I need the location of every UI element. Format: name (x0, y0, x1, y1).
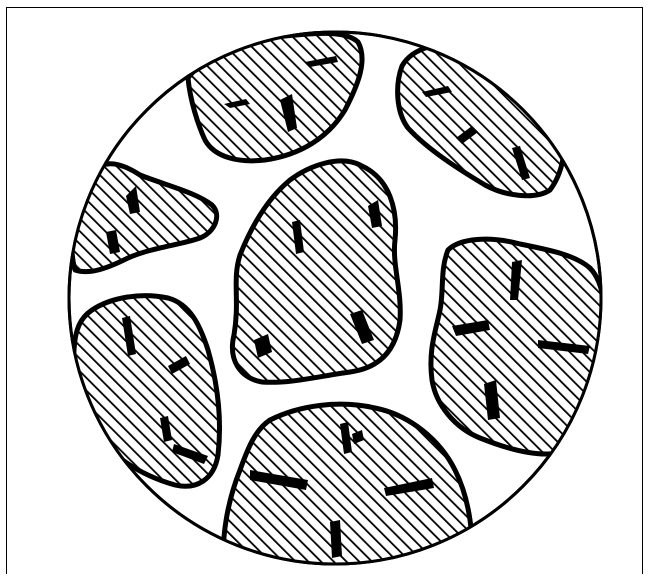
grain-right (431, 239, 605, 454)
crack-mark (330, 520, 342, 558)
grain-bottom-left (74, 296, 220, 487)
